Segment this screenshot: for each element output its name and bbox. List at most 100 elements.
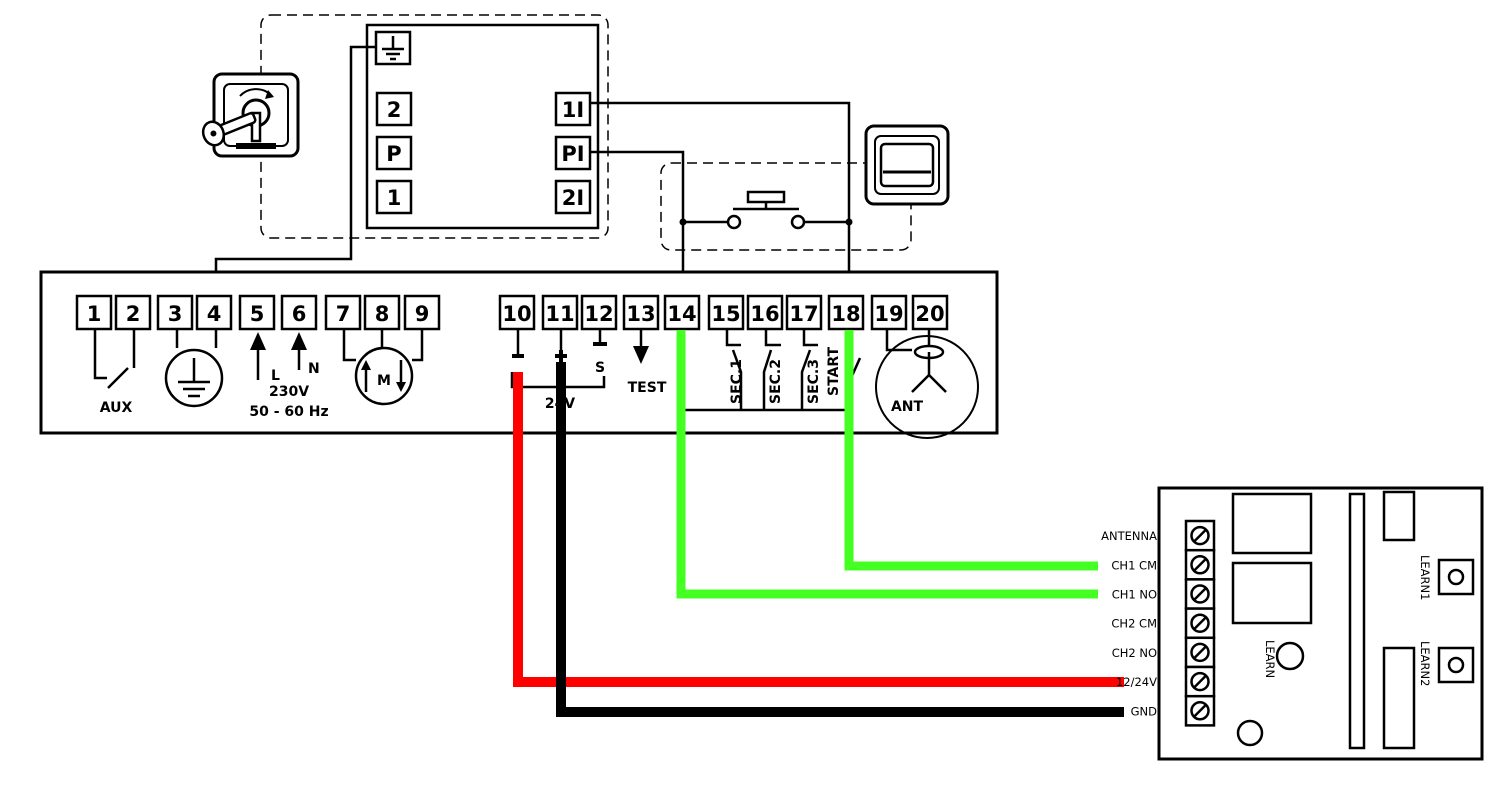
pushbutton-enclosure xyxy=(660,162,912,251)
safety-contacts: SEC.1 SEC.2 SEC.3 START xyxy=(683,329,862,412)
terminal-15: 15 xyxy=(707,294,745,331)
selector-left-terminals: 2 P 1 xyxy=(375,91,413,215)
voltage-label: 230V xyxy=(269,384,309,400)
terminal-19: 19 xyxy=(870,294,908,331)
terminal-2: 2 xyxy=(114,294,152,331)
terminal-11: 11 xyxy=(541,294,579,331)
arrow-down-icon xyxy=(633,346,649,364)
selector-terminal-p: P xyxy=(386,142,401,166)
terminal-label: 13 xyxy=(626,302,655,326)
wall-button-icon xyxy=(864,124,950,206)
selector-terminal-1i: 1I xyxy=(562,98,584,122)
terminal-label: 12 xyxy=(584,302,613,326)
black-wire xyxy=(556,362,1124,717)
key-selector-enclosure xyxy=(260,14,609,239)
arrow-up-icon xyxy=(250,332,266,350)
receiver-components: LEARN1 LEARN2 LEARN xyxy=(1231,490,1475,750)
learn1-button[interactable] xyxy=(1437,558,1475,596)
receiver-terminal: CH2 NO xyxy=(1112,636,1216,669)
terminal-20: 20 xyxy=(911,294,949,331)
terminal-5: 5 xyxy=(238,294,276,331)
terminal-label: 1 xyxy=(87,302,102,326)
terminal-13: 13 xyxy=(622,294,660,331)
terminal-label: 9 xyxy=(415,302,430,326)
wire-pi-to-14 xyxy=(590,150,685,296)
selector-terminal-pi: PI xyxy=(561,142,584,166)
motor-label: M xyxy=(377,373,391,389)
antenna-symbol: ANT xyxy=(875,329,979,439)
receiver-terminal-label: CH1 CM xyxy=(1111,558,1157,572)
terminal-label: 10 xyxy=(502,302,531,326)
terminal-label: 15 xyxy=(711,302,740,326)
terminal-label: 17 xyxy=(789,302,818,326)
live-label: L xyxy=(271,368,280,384)
selector-terminal-1: 1 xyxy=(387,186,402,210)
terminal-label: 4 xyxy=(207,302,222,326)
aux-contact: AUX xyxy=(93,329,136,416)
terminal-6: 6 xyxy=(280,294,318,331)
learn-led-icon xyxy=(1275,641,1305,671)
sec2-label: SEC.2 xyxy=(768,359,784,404)
arrow-down-icon xyxy=(396,382,406,392)
s-label: S xyxy=(595,360,605,376)
mains-supply: L N 230V 50 - 60 Hz xyxy=(249,332,329,420)
terminal-8: 8 xyxy=(363,294,401,331)
terminal-label: 11 xyxy=(545,302,574,326)
test-terminal: TEST xyxy=(628,329,667,396)
terminal-14: 14 xyxy=(663,294,701,331)
terminal-16: 16 xyxy=(746,294,784,331)
receiver-terminal: CH1 NO xyxy=(1112,578,1216,610)
frequency-label: 50 - 60 Hz xyxy=(249,404,328,420)
terminal-17: 17 xyxy=(785,294,823,331)
receiver-terminal: GND xyxy=(1131,694,1216,727)
selector-right-terminals: 1I PI 2I xyxy=(554,91,592,215)
ground-icon xyxy=(382,36,404,61)
ground-icon xyxy=(178,358,210,398)
terminal-3: 3 xyxy=(156,294,194,331)
receiver-terminal-label: CH2 CM xyxy=(1111,617,1157,631)
learn1-button-icon xyxy=(1447,568,1465,586)
terminal-label: 2 xyxy=(126,302,141,326)
learn2-button-icon xyxy=(1447,656,1465,674)
terminal-label: 8 xyxy=(375,302,390,326)
learn2-label: LEARN2 xyxy=(1418,641,1432,686)
terminal-label: 7 xyxy=(336,302,351,326)
terminal-9: 9 xyxy=(403,294,441,331)
receiver-terminal: 12/24V xyxy=(1116,665,1216,698)
selector-terminal-2i: 2I xyxy=(562,186,584,210)
receiver-terminal-label: GND xyxy=(1131,704,1158,718)
wire-1i-to-18 xyxy=(590,101,851,296)
terminal-12: 12 xyxy=(580,294,618,331)
pushbutton-switch xyxy=(679,190,853,230)
terminal-1: 1 xyxy=(75,294,113,331)
ant-label: ANT xyxy=(891,399,924,415)
sec3-label: SEC.3 xyxy=(806,359,822,404)
terminal-label: 5 xyxy=(250,302,265,326)
green-wire-common xyxy=(676,330,1098,599)
terminal-label: 16 xyxy=(750,302,779,326)
arrow-up-icon xyxy=(291,332,307,350)
terminal-7: 7 xyxy=(324,294,362,331)
terminal-label: 14 xyxy=(667,302,696,326)
receiver-terminal-label: CH2 NO xyxy=(1112,646,1157,660)
green-wire-start xyxy=(844,330,1098,571)
learn-label: LEARN xyxy=(1263,640,1277,678)
terminal-18: 18 xyxy=(827,294,865,331)
terminal-label: 19 xyxy=(874,302,903,326)
terminal-10: 10 xyxy=(498,294,536,331)
learn2-button[interactable] xyxy=(1437,646,1475,684)
receiver-terminal-label: CH1 NO xyxy=(1112,588,1157,602)
aux-label: AUX xyxy=(100,400,133,416)
learn1-label: LEARN1 xyxy=(1418,555,1432,600)
terminal-label: 3 xyxy=(168,302,183,326)
test-label: TEST xyxy=(628,380,667,396)
sec1-label: SEC.1 xyxy=(729,359,745,404)
start-label: START xyxy=(826,346,842,396)
terminal-label: 18 xyxy=(831,302,860,326)
motor-symbol: M xyxy=(342,329,424,406)
key-switch-icon xyxy=(201,72,300,158)
red-wire xyxy=(513,372,1124,687)
